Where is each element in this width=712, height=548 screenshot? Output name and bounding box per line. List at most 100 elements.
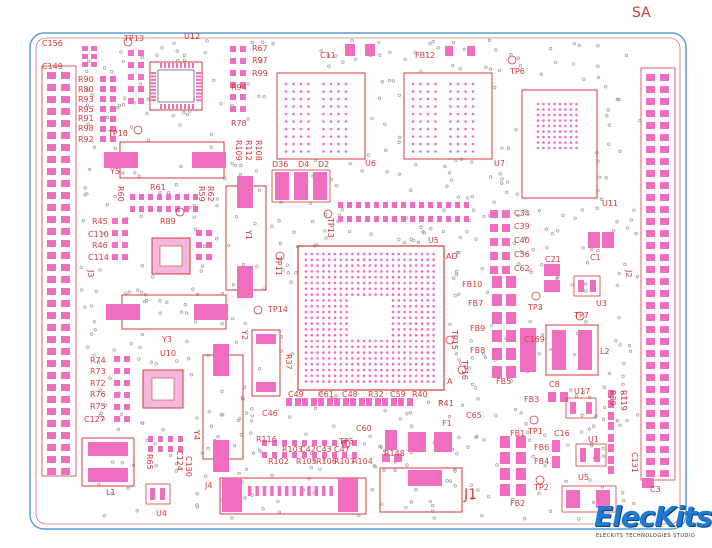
label-r112: R112 — [244, 140, 253, 161]
label-tp1: TP1 — [528, 427, 543, 436]
label-r80: R80 — [78, 85, 94, 94]
label-c130: C130 — [184, 456, 193, 477]
label-r108: R108 — [254, 140, 263, 161]
label-r59: R59 — [197, 186, 206, 202]
label-u3: U3 — [596, 299, 607, 308]
label-c131: C131 — [630, 452, 639, 473]
label-c169: C169 — [524, 335, 545, 344]
label-r91: R91 — [78, 114, 94, 123]
label-tp5: TP5 — [339, 437, 354, 446]
label-r39: R39 — [608, 390, 617, 406]
label-r148: R148 — [384, 449, 405, 458]
label-j3: J3 — [86, 270, 95, 278]
label-c149: C149 — [42, 62, 63, 71]
label-tp6: TP6 — [510, 67, 525, 76]
label-u7: U7 — [494, 159, 505, 168]
chip-u9 — [151, 237, 191, 275]
label-tp15: TP15 — [450, 330, 459, 350]
label-j4: J4 — [205, 481, 213, 490]
label-u17: U17 — [574, 387, 591, 396]
label-c127: C127 — [84, 415, 105, 424]
label-r102: R102 — [268, 457, 289, 466]
label-r73: R73 — [90, 367, 106, 376]
label-a: A — [447, 377, 453, 386]
label-l2: L2 — [600, 347, 610, 356]
label-c42: C42 — [300, 445, 316, 454]
label-tp10: TP10 — [108, 129, 128, 138]
chip-u7 — [403, 72, 493, 160]
label-c114: C114 — [88, 253, 109, 262]
label-r109: R109 — [234, 140, 243, 161]
label-c62: C62 — [514, 264, 530, 273]
header-j3 — [41, 65, 77, 477]
label-fb9: FB9 — [470, 324, 486, 333]
label-fb7: FB7 — [468, 299, 484, 308]
label-c61: C61 — [318, 390, 334, 399]
label-d36: D36 — [272, 160, 289, 169]
chip-u11 — [521, 89, 598, 199]
label-u10: U10 — [160, 349, 177, 358]
label-r75: R75 — [90, 402, 106, 411]
label-c49: C49 — [288, 390, 304, 399]
label-y3: Y3 — [162, 335, 172, 344]
label-c39: C39 — [514, 222, 530, 231]
label-c65: C65 — [466, 411, 482, 420]
chip-u12 — [149, 61, 203, 111]
label-fb5: FB5 — [496, 377, 512, 386]
passive-pads — [82, 44, 654, 496]
label-tp3: TP3 — [528, 303, 543, 312]
label-r92: R92 — [78, 135, 94, 144]
label-c8: C8 — [549, 380, 560, 389]
chip-u17 — [565, 397, 597, 419]
label-r99: R99 — [252, 69, 268, 78]
label-r74: R74 — [90, 356, 106, 365]
label-r90: R90 — [78, 75, 94, 84]
label-u11: U11 — [602, 199, 619, 208]
label-r104: R104 — [352, 457, 373, 466]
label-u1: U1 — [588, 435, 599, 444]
header-j2 — [640, 67, 676, 481]
label-c156: C156 — [42, 39, 63, 48]
label-ad: AD — [446, 252, 458, 261]
crystal-y1 — [225, 176, 267, 298]
label-r32: R32 — [368, 390, 384, 399]
testpoints — [123, 37, 585, 485]
label-tp7: TP7 — [574, 311, 589, 320]
label-c46: C46 — [262, 409, 278, 418]
label-j2: J2 — [624, 270, 633, 278]
label-r119: R119 — [619, 390, 628, 411]
brand-logo: ElecKits — [594, 500, 712, 533]
label-y4: Y4 — [192, 430, 201, 440]
label-fb6: FB6 — [534, 443, 550, 452]
label-c60: C60 — [356, 424, 372, 433]
label-r67: R67 — [252, 44, 268, 53]
label-r60: R60 — [116, 186, 125, 202]
inductor-l2 — [545, 324, 599, 376]
label-r40: R40 — [412, 390, 428, 399]
label-tp11: TP11 — [274, 256, 283, 276]
label-tp14: TP14 — [268, 305, 288, 314]
label-c21: C21 — [545, 255, 561, 264]
label-r76: R76 — [90, 390, 106, 399]
label-c36: C36 — [514, 250, 530, 259]
chip-u5 — [297, 245, 445, 391]
label-r105: R105 — [296, 457, 317, 466]
label-c124: C124 — [175, 450, 184, 471]
connector-j1 — [379, 467, 463, 513]
label-c16: C16 — [554, 429, 570, 438]
label-r62: R62 — [206, 186, 215, 202]
label-r95: R95 — [78, 105, 94, 114]
label-l1: L1 — [106, 488, 116, 497]
label-c110: C110 — [88, 230, 109, 239]
chip-u1 — [575, 443, 607, 467]
chip-u3 — [573, 275, 601, 297]
crystal-y3 — [106, 294, 228, 330]
label-r46: R46 — [92, 241, 108, 250]
label-r106: R106 — [316, 457, 337, 466]
label-c48: C48 — [342, 390, 358, 399]
label-tp16: TP16 — [460, 360, 469, 380]
label-f1: F1 — [442, 419, 452, 428]
label-r107: R107 — [334, 457, 355, 466]
connector-j4 — [219, 477, 367, 515]
